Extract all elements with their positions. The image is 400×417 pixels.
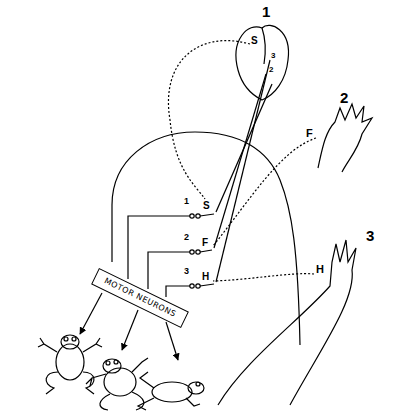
neuron-link bbox=[200, 284, 214, 286]
output-arrow bbox=[166, 322, 178, 360]
neuron-letter: S bbox=[203, 201, 210, 211]
frog-figure bbox=[86, 358, 148, 410]
motor-wire bbox=[128, 216, 190, 279]
output-arrow bbox=[122, 310, 138, 350]
neuron-symbol bbox=[190, 250, 200, 254]
sensory-path bbox=[168, 41, 250, 199]
head-outline bbox=[236, 25, 288, 100]
optic-fiber bbox=[216, 60, 270, 282]
neuron-number: 3 bbox=[184, 267, 189, 276]
receptor-letter: S bbox=[251, 36, 258, 46]
callout-number: 2 bbox=[340, 90, 348, 105]
callout-number: 3 bbox=[366, 228, 374, 243]
callout-number: 2 bbox=[269, 66, 273, 74]
frog-figure bbox=[138, 372, 204, 410]
neuron-letter: H bbox=[202, 272, 209, 282]
neuron-link bbox=[200, 214, 214, 216]
motor-wire bbox=[166, 286, 190, 297]
neuron-number: 1 bbox=[184, 197, 189, 206]
optic-fiber bbox=[216, 84, 272, 212]
neuron-link bbox=[200, 250, 212, 252]
motor-neurons-box: MOTOR NEURONS bbox=[91, 268, 189, 328]
neuron-symbol bbox=[190, 284, 200, 288]
foot-outline bbox=[318, 104, 372, 172]
receptor-letter: H bbox=[316, 264, 324, 275]
sensory-path bbox=[213, 138, 316, 246]
optic-fiber bbox=[214, 74, 266, 248]
callout-number: 3 bbox=[271, 52, 275, 60]
neuron-number: 2 bbox=[184, 233, 189, 242]
motor-wire bbox=[148, 252, 190, 289]
brain-outline bbox=[112, 132, 300, 345]
neuron-letter: F bbox=[202, 238, 208, 248]
frog-figure bbox=[38, 335, 102, 394]
eye-divider bbox=[262, 28, 265, 64]
output-arrow bbox=[80, 293, 102, 334]
neuron-symbol bbox=[190, 214, 200, 218]
receptor-letter: F bbox=[306, 128, 313, 139]
arm-outline bbox=[218, 240, 356, 405]
callout-number: 1 bbox=[262, 4, 270, 19]
sensory-path bbox=[213, 274, 314, 281]
box-label: MOTOR NEURONS bbox=[103, 276, 178, 319]
